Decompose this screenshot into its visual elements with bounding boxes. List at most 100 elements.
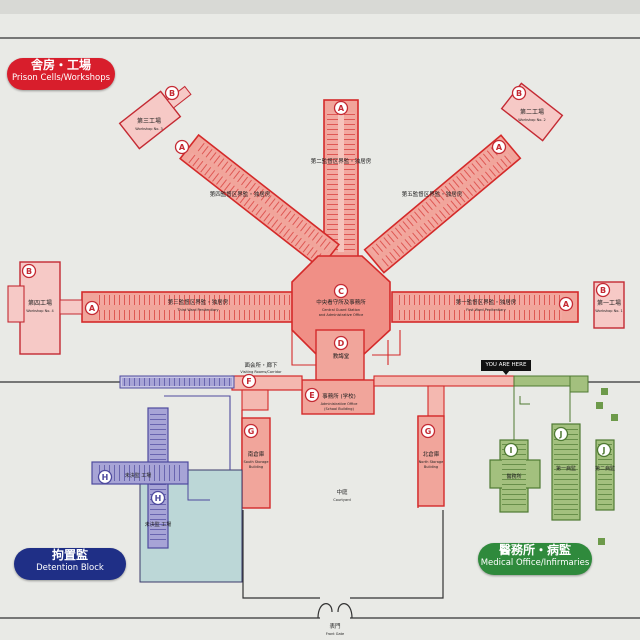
svg-text:G: G	[425, 427, 432, 436]
svg-text:J: J	[559, 430, 563, 439]
svg-text:E: E	[309, 391, 314, 400]
office-sub-2: (School Building)	[324, 407, 354, 411]
svg-text:F: F	[246, 377, 251, 386]
visiting-label: 面会所・廊下	[244, 361, 278, 369]
svg-text:G: G	[248, 427, 255, 436]
svg-text:A: A	[338, 104, 345, 113]
marker-g-south-storage[interactable]: G	[243, 423, 259, 439]
you-are-here-pointer	[502, 370, 510, 375]
office-sub-1: Administrative Office	[321, 402, 358, 406]
workshop-4-label: 第四工場	[28, 299, 52, 307]
south-storage-label: 南倉庫	[248, 450, 265, 458]
detention-label-2: 未決監 工場	[145, 521, 172, 528]
visiting-sub: Visiting Rooms/Corridor	[240, 370, 282, 374]
svg-text:H: H	[102, 473, 109, 482]
svg-text:B: B	[26, 267, 32, 276]
north-wing	[323, 99, 359, 259]
svg-text:C: C	[338, 287, 344, 296]
workshop-1-label: 第一工場	[597, 299, 621, 307]
office-label: 事務所 (学校)	[322, 392, 356, 400]
wing-5-label: 第五監督区界監・独居房	[402, 190, 463, 198]
marker-j-infirmary-2[interactable]: J	[596, 442, 612, 458]
detention-block	[91, 375, 243, 583]
workshop-2-sub: Workshop No. 2	[518, 118, 546, 122]
marker-f-visiting[interactable]: F	[241, 373, 257, 389]
marker-g-north-storage[interactable]: G	[420, 423, 436, 439]
building-labels: 第三工場 Workshop No. 3 第二工場 Workshop No. 2 …	[26, 108, 623, 636]
north-storage-sub-1: North Storage	[419, 460, 444, 464]
svg-text:B: B	[169, 89, 175, 98]
inner-walls	[291, 330, 401, 366]
corridor-right-stub	[427, 385, 445, 417]
infirmary-1-label: 第一病監	[556, 465, 576, 472]
infirmary-2-label: 第二病監	[595, 465, 615, 472]
workshop-3-sub: Workshop No. 3	[135, 127, 163, 131]
legend-detention-block: 拘置監 Detention Block	[14, 548, 126, 580]
gate-sub: Front Gate	[326, 632, 344, 636]
gate-label: 表門	[329, 622, 341, 630]
detention-label: 未決監 工場	[125, 472, 152, 479]
marker-a-north[interactable]: A	[333, 100, 349, 116]
marker-d-chapel[interactable]: D	[333, 335, 349, 351]
compound-walls	[0, 381, 640, 619]
you-are-here-marker: YOU ARE HERE	[481, 360, 531, 371]
chapel-label: 教誨堂	[333, 352, 350, 360]
legend-prison-cells-jp: 舎房・工場	[30, 58, 91, 72]
marker-j-infirmary-1[interactable]: J	[553, 426, 569, 442]
workshop-4	[7, 261, 83, 355]
medical-label: 醫務所	[506, 473, 521, 480]
east-wing	[391, 291, 579, 323]
svg-text:I: I	[510, 446, 513, 455]
wing-1-label: 第一監督区界監・独居房	[456, 298, 517, 306]
marker-h-detention-west[interactable]: H	[97, 469, 113, 485]
legend-detention-en: Detention Block	[36, 563, 104, 573]
courtyard-sub: Courtyard	[333, 498, 350, 502]
workshop-3-label: 第三工場	[137, 117, 161, 125]
marker-b-workshop1[interactable]: B	[595, 282, 611, 298]
marker-a-northeast[interactable]: A	[491, 139, 507, 155]
northeast-wing	[363, 134, 522, 274]
marker-b-workshop3[interactable]: B	[164, 85, 180, 101]
marker-e-office[interactable]: E	[304, 387, 320, 403]
legend-medical-office: 醫務所・病監 Medical Office/Infirmaries	[478, 543, 592, 575]
south-storage-sub-1: South Storage	[244, 460, 269, 464]
north-storage-label: 北倉庫	[423, 450, 440, 458]
svg-text:J: J	[602, 446, 606, 455]
wing-4-label: 第四監督区界監・独居房	[210, 190, 271, 198]
marker-i-medical[interactable]: I	[503, 442, 519, 458]
svg-text:A: A	[563, 300, 570, 309]
west-wing	[81, 291, 315, 323]
northwest-wing	[179, 133, 341, 270]
svg-text:A: A	[496, 143, 503, 152]
wing-3-sub: Third Ward Penitentiary	[176, 308, 218, 312]
marker-b-workshop4[interactable]: B	[21, 263, 37, 279]
svg-text:A: A	[179, 143, 186, 152]
medical-compound	[489, 375, 618, 545]
legend-detention-jp: 拘置監	[51, 548, 88, 562]
corridor-right	[373, 375, 515, 387]
legend-medical-en: Medical Office/Infirmaries	[480, 558, 590, 568]
marker-a-east[interactable]: A	[558, 296, 574, 312]
central-label: 中央看守所及事務所	[316, 298, 366, 306]
south-storage-sub-2: Building	[249, 465, 263, 469]
map-markers[interactable]: B A A B A B A C A B D F E G G H H I J J	[21, 85, 612, 506]
marker-b-workshop2[interactable]: B	[511, 85, 527, 101]
legend-prison-cells: 舎房・工場 Prison Cells/Workshops	[7, 58, 115, 90]
svg-text:B: B	[600, 286, 606, 295]
workshop-2-label: 第二工場	[520, 108, 544, 116]
wing-3-label: 第三監督区界監・独居房	[168, 298, 229, 306]
north-storage-sub-2: Building	[424, 465, 438, 469]
courtyard-label: 中庭	[336, 488, 348, 496]
workshop-1-sub: Workshop No. 1	[595, 309, 623, 313]
wing-1-sub: First Ward Penitentiary	[466, 308, 506, 312]
svg-text:D: D	[338, 339, 345, 348]
wing-2-label: 第二監督区界監・独居房	[311, 157, 372, 165]
workshop-4-sub: Workshop No. 4	[26, 309, 54, 313]
marker-a-northwest[interactable]: A	[174, 139, 190, 155]
svg-text:H: H	[155, 494, 162, 503]
legend-prison-cells-en: Prison Cells/Workshops	[11, 73, 111, 83]
marker-a-west[interactable]: A	[84, 300, 100, 316]
marker-c-central[interactable]: C	[333, 283, 349, 299]
marker-h-detention-south[interactable]: H	[150, 490, 166, 506]
